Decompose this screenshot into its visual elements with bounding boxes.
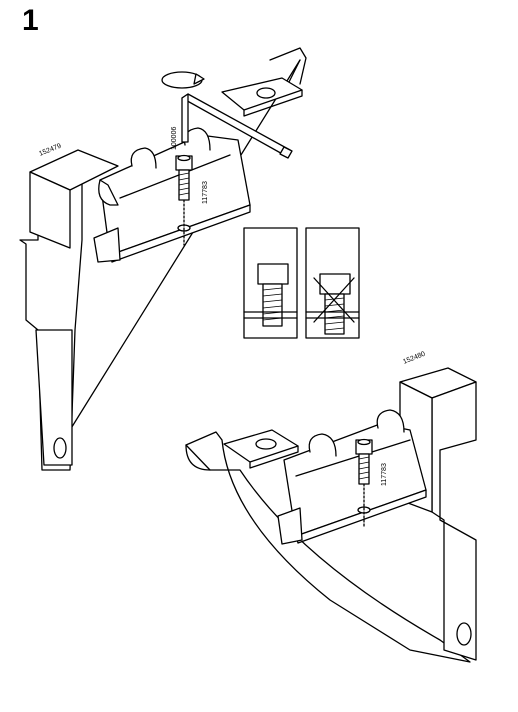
right-bracket-tab-hole xyxy=(255,438,277,450)
right-screw: 117783 xyxy=(355,438,388,486)
screw-correct-detail-icon xyxy=(243,227,298,339)
wrong-cross-icon xyxy=(313,277,355,323)
step-number: 1 xyxy=(22,4,39,37)
allen-key-code-label: 100006 xyxy=(171,127,178,150)
right-hinge-knuckle-2 xyxy=(376,409,405,433)
bracket-right-code-label: 152480 xyxy=(402,351,426,366)
right-bracket: 152480 xyxy=(185,351,477,663)
left-hinge-knuckle-1 xyxy=(130,147,157,169)
right-bracket-wall-plate xyxy=(431,381,477,661)
allen-key: 100006 xyxy=(171,93,293,159)
left-hinge-clip xyxy=(93,227,121,263)
right-bracket-slot-hole xyxy=(456,622,472,646)
bracket-left-code-label: 152479 xyxy=(38,143,62,158)
left-bracket-diagonal-edge xyxy=(69,59,301,431)
left-bracket-tab-hole xyxy=(256,87,276,99)
screw-code-label-left: 117783 xyxy=(202,181,209,204)
allen-key-short-arm xyxy=(181,93,189,143)
right-hinge-clip xyxy=(277,507,303,545)
left-screw: 117783 xyxy=(175,154,209,204)
right-hinge-knuckle-1 xyxy=(308,433,337,457)
left-bracket-slot-hole xyxy=(53,437,67,459)
screw-code-label-right: 117783 xyxy=(381,463,388,486)
rotate-clockwise-icon xyxy=(161,71,205,89)
screw-wrong-detail-icon xyxy=(305,227,360,339)
